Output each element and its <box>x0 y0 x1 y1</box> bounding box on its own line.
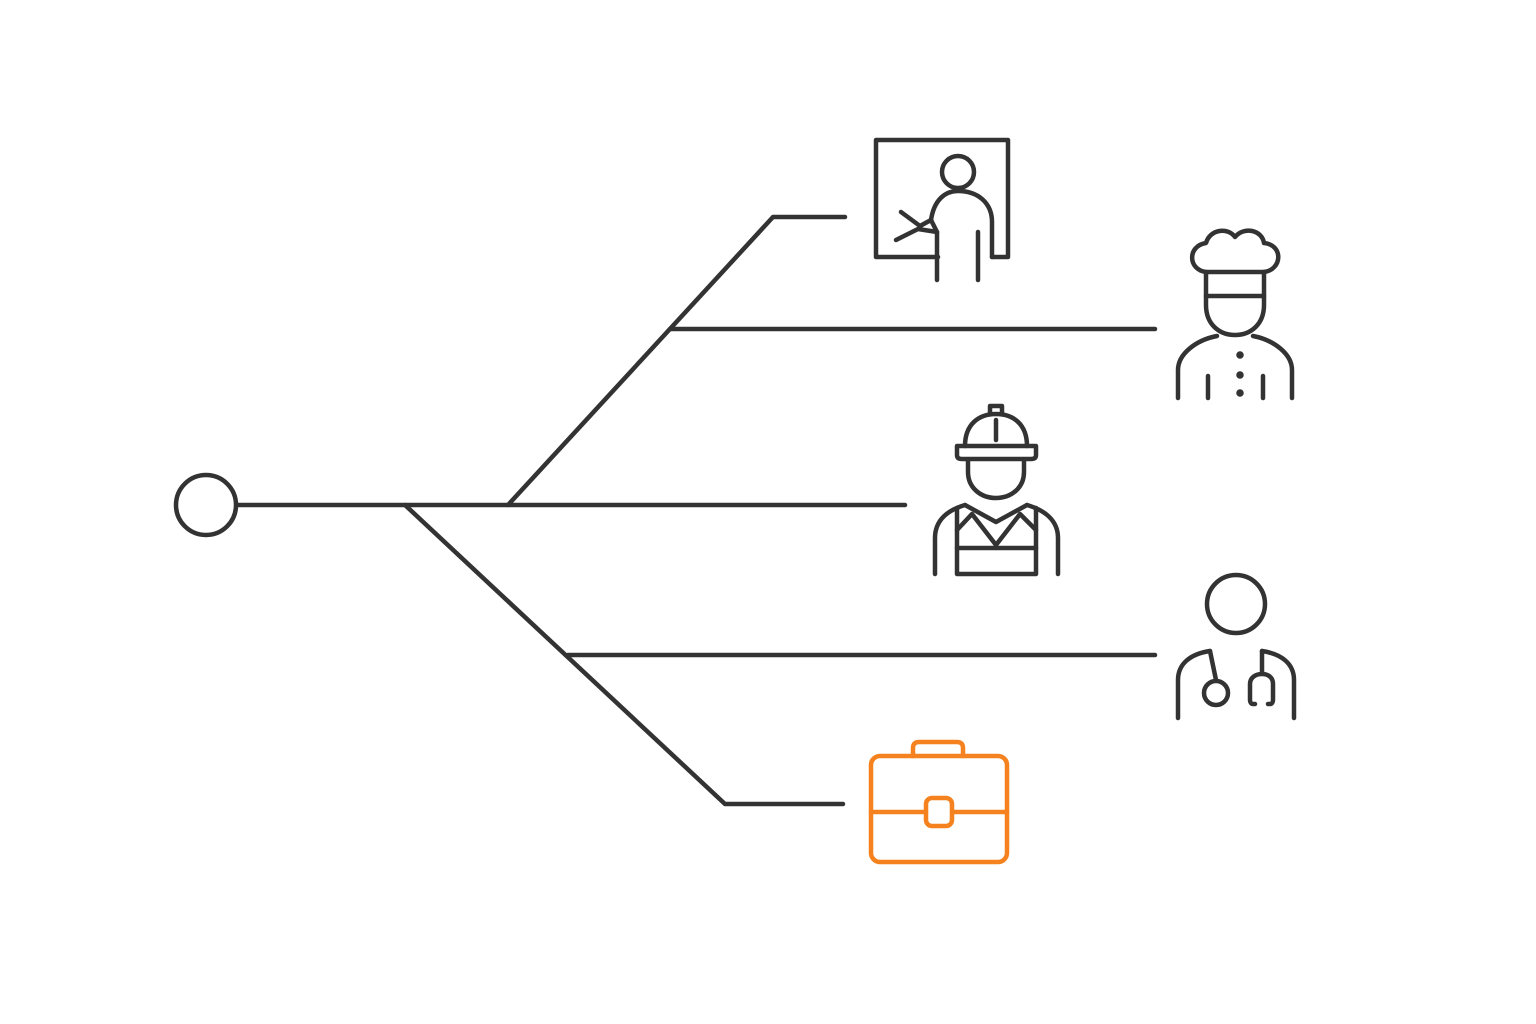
chef-icon <box>1175 228 1295 401</box>
root-node <box>173 472 239 538</box>
construction-worker-icon <box>932 403 1061 577</box>
teacher-icon <box>873 137 1011 283</box>
branch-line-teacher <box>505 214 848 508</box>
branch-line-briefcase <box>402 502 846 807</box>
connector-lines <box>234 214 1158 807</box>
briefcase-icon <box>868 739 1010 865</box>
doctor-icon <box>1175 572 1297 721</box>
